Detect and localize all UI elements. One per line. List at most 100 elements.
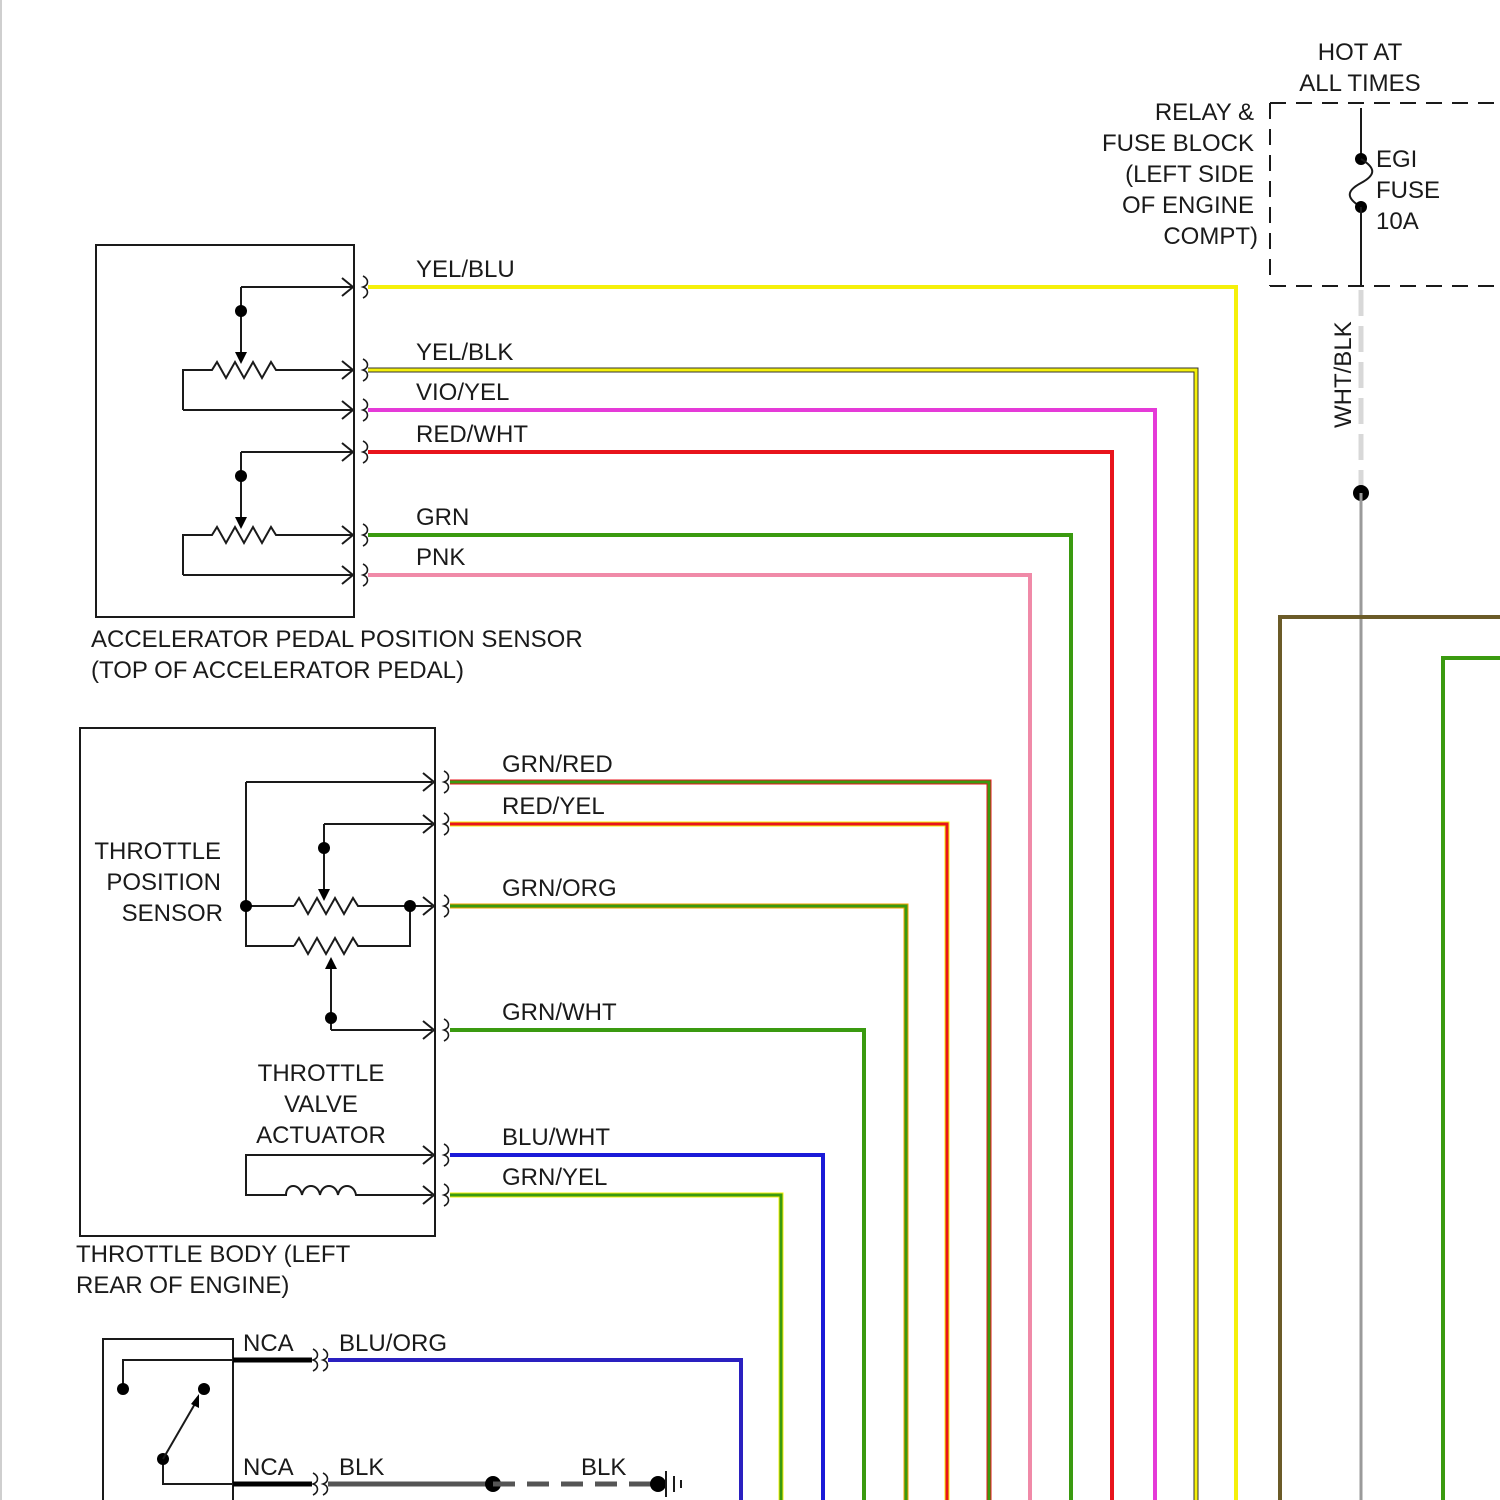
red-wht-wire <box>368 452 1112 1500</box>
red-yel-wire <box>450 824 947 1500</box>
grn-yel-label: GRN/YEL <box>502 1164 607 1191</box>
switch-arm <box>163 1402 196 1459</box>
grn-org-wire <box>450 906 906 1500</box>
apps-wiper-2-line <box>241 452 352 520</box>
grn-red-label: GRN/RED <box>502 751 613 778</box>
nca-connector-2-icon <box>313 1473 328 1495</box>
red-wht-label: RED/WHT <box>416 421 528 448</box>
apps-wiper-2-arrow-icon <box>235 517 247 529</box>
apps-wiper-1-arrow-icon <box>235 352 247 364</box>
relay-fuse-block: HOT AT ALL TIMES RELAY & FUSE BLOCK (LEF… <box>1102 39 1500 1500</box>
apps-wires: YEL/BLU YEL/BLK VIO/YEL RED/WHT GRN PNK <box>342 256 1236 1500</box>
apps-connector-3-icon <box>363 399 368 421</box>
accelerator-pedal-position-sensor: ACCELERATOR PEDAL POSITION SENSOR (TOP O… <box>91 245 583 684</box>
apps-wiper-1-line <box>241 287 352 355</box>
grn-wire <box>368 535 1071 1500</box>
apps-connector-1-icon <box>363 276 368 298</box>
apps-connector-6-icon <box>363 564 368 586</box>
nca-connector-1-icon <box>313 1349 328 1371</box>
hot-at-label: HOT AT <box>1318 39 1403 66</box>
grn-wht-wire <box>450 1030 864 1500</box>
blu-org-label: BLU/ORG <box>339 1330 447 1357</box>
blu-org-wire <box>328 1360 741 1500</box>
tps-frame-lines <box>246 782 432 946</box>
fuse-name-1: EGI <box>1376 146 1417 173</box>
tps-wiper-2-line <box>331 966 432 1030</box>
apps-wiper-2-dot <box>235 470 247 482</box>
wht-blk-label: WHT/BLK <box>1330 321 1357 428</box>
yel-blu-wire <box>368 287 1236 1500</box>
actuator-label-2: VALVE <box>284 1091 358 1118</box>
yel-blk-label: YEL/BLK <box>416 339 513 366</box>
tps-wiper-2-dot <box>325 1012 337 1024</box>
ground-dot <box>650 1476 666 1492</box>
throttle-body-box <box>80 728 435 1236</box>
nca-conn-2: NCA <box>243 1454 294 1481</box>
switch-arm-arrow-icon <box>191 1394 199 1408</box>
tps-left-dot <box>240 900 252 912</box>
tps-wiper-1-arrow-icon <box>318 889 330 901</box>
yel-blu-label: YEL/BLU <box>416 256 515 283</box>
actuator-coil-icon <box>246 1155 432 1195</box>
all-times-label: ALL TIMES <box>1299 70 1420 97</box>
apps-caption-1: ACCELERATOR PEDAL POSITION SENSOR <box>91 626 583 653</box>
apps-resistor-2-icon <box>183 527 352 575</box>
grn-label: GRN <box>416 504 469 531</box>
fuse-block-title-3: (LEFT SIDE <box>1125 161 1254 188</box>
fuse-block-title-5: COMPT) <box>1163 223 1258 250</box>
grn-org-wire-tracer <box>450 906 906 1500</box>
tps-label-1: THROTTLE <box>94 838 221 865</box>
actuator-label-3: ACTUATOR <box>256 1122 386 1149</box>
tps-resistor-2-icon <box>294 906 410 954</box>
grn-org-label: GRN/ORG <box>502 875 617 902</box>
right-green-wire <box>1443 658 1500 1500</box>
fuse-block-title-2: FUSE BLOCK <box>1102 130 1254 157</box>
red-yel-wire-tracer <box>450 824 947 1500</box>
throttle-body-caption-2: REAR OF ENGINE) <box>76 1272 289 1299</box>
tb-connector-4-icon <box>444 1019 449 1041</box>
apps-box <box>96 245 354 617</box>
throttle-body: THROTTLE POSITION SENSOR THROTTLE VALVE … <box>76 728 435 1299</box>
switch-component: NCA NCA BLU/ORG BLK BLK <box>103 1330 741 1500</box>
fuse-block-title-4: OF ENGINE <box>1122 192 1254 219</box>
fuse-rating: 10A <box>1376 208 1419 235</box>
apps-caption-2: (TOP OF ACCELERATOR PEDAL) <box>91 657 464 684</box>
tps-label-3: SENSOR <box>122 900 223 927</box>
blu-wht-wire <box>450 1155 823 1500</box>
fuse-name-2: FUSE <box>1376 177 1440 204</box>
switch-contact-1 <box>117 1383 129 1395</box>
actuator-label-1: THROTTLE <box>258 1060 385 1087</box>
vio-yel-label: VIO/YEL <box>416 379 509 406</box>
tb-connector-3-icon <box>444 895 449 917</box>
tb-connector-5-icon <box>444 1144 449 1166</box>
ground-blk-label: BLK <box>581 1454 626 1481</box>
tps-wiper-1-dot <box>318 842 330 854</box>
red-yel-label: RED/YEL <box>502 793 605 820</box>
nca-conn-1: NCA <box>243 1330 294 1357</box>
tps-label-2: POSITION <box>106 869 221 896</box>
tps-right-dot <box>404 900 416 912</box>
tb-connector-6-icon <box>444 1184 449 1206</box>
brown-wire <box>1280 617 1500 1500</box>
switch-contact-2 <box>198 1383 210 1395</box>
pnk-label: PNK <box>416 544 465 571</box>
throttle-body-caption-1: THROTTLE BODY (LEFT <box>76 1241 351 1268</box>
apps-connector-2-icon <box>363 359 368 381</box>
apps-connector-5-icon <box>363 524 368 546</box>
tps-wiper-1-line <box>324 824 432 892</box>
blu-wht-label: BLU/WHT <box>502 1124 610 1151</box>
ground-icon <box>666 1471 681 1497</box>
grn-wht-label: GRN/WHT <box>502 999 617 1026</box>
fuse-icon <box>1350 159 1373 207</box>
apps-connector-4-icon <box>363 441 368 463</box>
throttle-body-wires: GRN/RED RED/YEL GRN/ORG GRN/WHT BLU/WHT GRN/Y… <box>423 751 989 1500</box>
tps-wiper-2-arrow-icon <box>325 957 337 969</box>
fuse-block-title-1: RELAY & <box>1155 99 1254 126</box>
tb-connector-1-icon <box>444 771 449 793</box>
blk-label: BLK <box>339 1454 384 1481</box>
apps-wiper-1-dot <box>235 305 247 317</box>
switch-lines <box>123 1360 233 1484</box>
apps-resistor-1-icon <box>183 362 352 410</box>
tb-connector-2-icon <box>444 813 449 835</box>
